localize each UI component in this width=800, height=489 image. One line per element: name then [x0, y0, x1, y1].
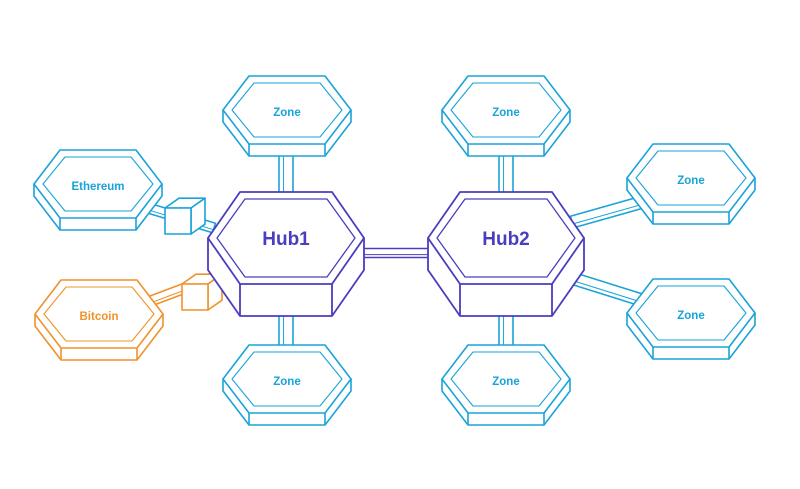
- hub-link: [361, 247, 431, 259]
- zone-right-upper-label: Zone: [677, 175, 704, 187]
- zone-top-right-node: [441, 75, 571, 157]
- ethereum-label: Ethereum: [71, 181, 124, 193]
- hub2-node: [427, 191, 585, 317]
- zone-bottom-left-label: Zone: [273, 376, 300, 388]
- zone-bottom-left-node: [222, 344, 352, 426]
- zone-top-left-label: Zone: [273, 107, 300, 119]
- hub2-label: Hub2: [482, 229, 530, 250]
- hub1-node: [207, 191, 365, 317]
- nodes: [33, 75, 756, 426]
- hub1-label: Hub1: [262, 229, 310, 250]
- zone-bottom-right-node: [441, 344, 571, 426]
- zone-right-lower-node: [626, 278, 756, 360]
- zone-right-upper-node: [626, 143, 756, 225]
- zone-right-lower-label: Zone: [677, 310, 704, 322]
- zone-bottom-right-label: Zone: [492, 376, 519, 388]
- zone-top-left-node: [222, 75, 352, 157]
- bitcoin-peg-zone: [181, 273, 223, 311]
- labels: Hub1 Hub2 Zone Zone Zone Zone Zone Zone …: [71, 107, 704, 388]
- bitcoin-node: [34, 279, 164, 361]
- zone-top-right-label: Zone: [492, 107, 519, 119]
- bitcoin-label: Bitcoin: [80, 311, 119, 323]
- ethereum-node: [33, 149, 163, 231]
- ethereum-peg-zone: [164, 197, 206, 235]
